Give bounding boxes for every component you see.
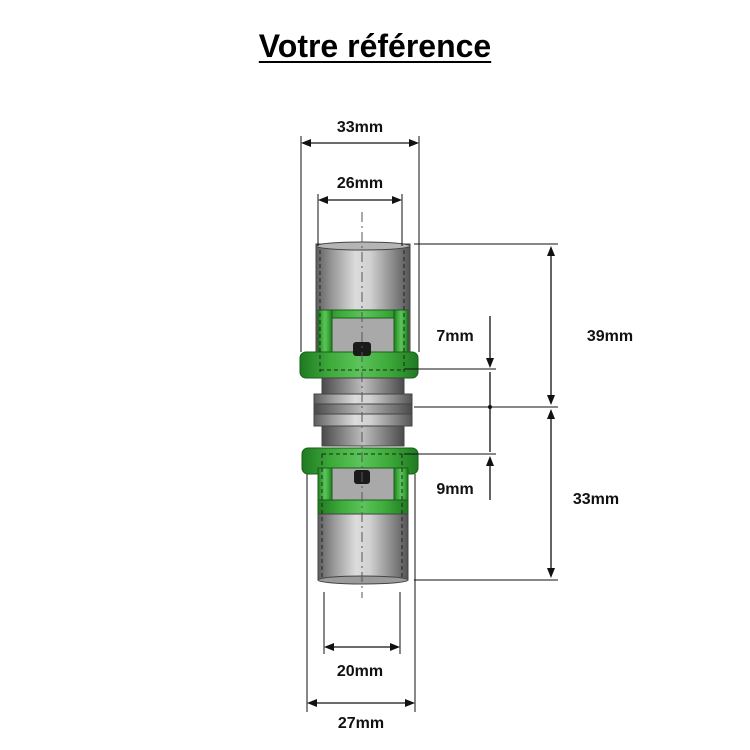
dim-top-outer-label: 33mm [337,119,383,136]
top-inspection-hole [353,342,371,356]
dim-bottom-insertion-label: 9mm [436,481,473,498]
dim-top-inner: 26mm [317,175,403,246]
center-hex-2 [313,403,413,415]
center-body-lower [321,425,405,447]
center-body-upper [321,377,405,395]
dim-top-outer: 33mm [300,119,420,352]
dim-bottom-length: 33mm [414,409,619,581]
bottom-green-cage [317,499,409,515]
fitting-body [299,212,419,598]
dim-bottom-insertion: 9mm [404,453,496,500]
top-green-bar-right [393,309,409,359]
dim-top-inner-label: 26mm [337,175,383,192]
page-title: Votre référence [258,28,492,64]
dim-bottom-length-label: 33mm [573,491,619,508]
dim-bottom-inner-label: 20mm [337,663,383,680]
dim-top-insertion-label: 7mm [436,328,473,345]
bottom-sleeve [317,513,409,581]
dim-top-insertion: 7mm [404,316,496,452]
dim-bottom-inner: 20mm [323,592,401,680]
top-sleeve-rim [315,241,411,251]
center-hex-1 [313,393,413,405]
dim-top-length: 39mm [414,243,633,408]
bottom-sleeve-rim [317,575,409,585]
center-hex-3 [313,413,413,427]
dim-top-length-label: 39mm [587,328,633,345]
dim-bottom-outer-label: 27mm [338,715,384,732]
dim-bottom-outer: 27mm [306,474,416,732]
